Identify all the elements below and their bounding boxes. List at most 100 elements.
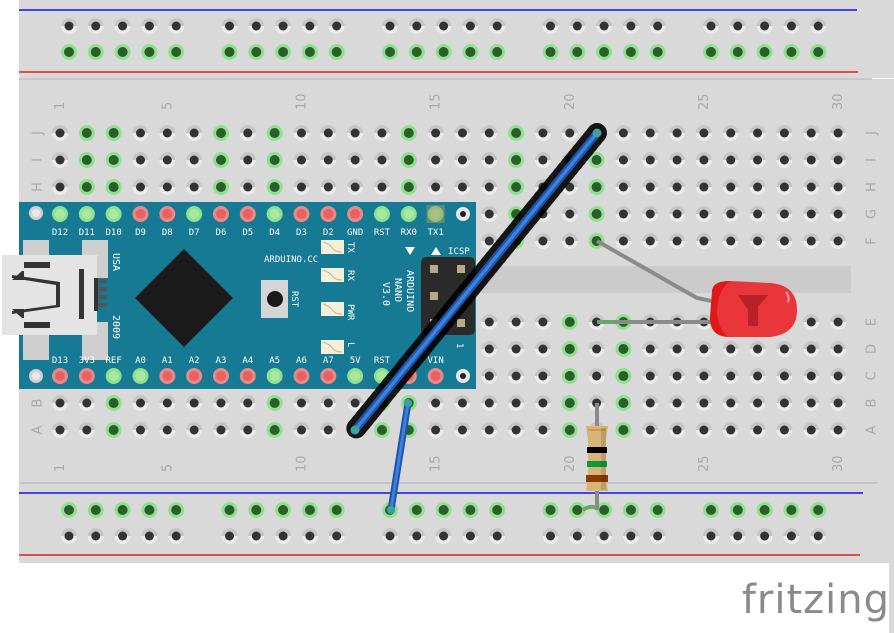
breadboard-hole[interactable] [78, 422, 95, 438]
breadboard-hole[interactable] [722, 179, 739, 195]
rail-hole[interactable] [87, 18, 104, 34]
breadboard-hole[interactable] [561, 341, 578, 357]
arduino-pin-d2[interactable]: D2 [320, 206, 337, 238]
breadboard-hole[interactable] [642, 341, 659, 357]
breadboard-hole[interactable] [776, 341, 793, 357]
breadboard-hole[interactable] [722, 368, 739, 384]
breadboard-hole[interactable] [615, 206, 632, 222]
rail-hole[interactable] [114, 18, 131, 35]
wire-to-rail[interactable] [387, 399, 412, 514]
breadboard-hole[interactable] [373, 125, 390, 141]
breadboard-hole[interactable] [830, 422, 847, 438]
rail-hole[interactable] [301, 44, 318, 60]
breadboard-hole[interactable] [105, 179, 122, 195]
breadboard-hole[interactable] [347, 179, 364, 195]
breadboard-hole[interactable] [508, 368, 525, 384]
breadboard-hole[interactable] [561, 233, 578, 249]
rail-hole[interactable] [114, 528, 131, 544]
breadboard-hole[interactable] [481, 395, 498, 411]
breadboard-hole[interactable] [320, 152, 337, 168]
red-led[interactable] [710, 281, 797, 337]
breadboard-hole[interactable] [159, 179, 176, 195]
rail-hole[interactable] [622, 502, 639, 518]
rail-hole[interactable] [649, 18, 666, 34]
breadboard-hole[interactable] [749, 395, 766, 411]
breadboard-hole[interactable] [293, 179, 310, 195]
rail-hole[interactable] [435, 18, 452, 34]
breadboard-hole[interactable] [239, 152, 256, 168]
breadboard-hole[interactable] [293, 152, 310, 168]
arduino-pin-d13[interactable]: D13 [52, 356, 68, 384]
breadboard-hole[interactable] [803, 233, 820, 249]
arduino-pin-5v[interactable]: 5V [347, 356, 364, 384]
breadboard-hole[interactable] [508, 125, 525, 141]
breadboard-hole[interactable] [534, 422, 551, 438]
breadboard-hole[interactable] [722, 422, 739, 438]
breadboard-hole[interactable] [427, 422, 444, 438]
arduino-pin-d9[interactable]: D9 [132, 206, 149, 238]
rail-hole[interactable] [729, 502, 746, 518]
rail-hole[interactable] [382, 44, 398, 60]
breadboard-hole[interactable] [454, 125, 471, 141]
breadboard-hole[interactable] [669, 233, 686, 249]
breadboard-hole[interactable] [400, 125, 417, 141]
breadboard-hole[interactable] [481, 152, 498, 168]
breadboard-hole[interactable] [427, 152, 444, 168]
breadboard-hole[interactable] [669, 179, 686, 195]
rail-hole[interactable] [810, 502, 827, 518]
breadboard-hole[interactable] [722, 206, 739, 222]
breadboard-hole[interactable] [830, 368, 847, 384]
breadboard-hole[interactable] [722, 233, 739, 249]
breadboard-hole[interactable] [669, 206, 686, 222]
breadboard-hole[interactable] [642, 422, 659, 438]
rail-hole[interactable] [328, 528, 345, 544]
breadboard-hole[interactable] [52, 125, 68, 141]
breadboard-hole[interactable] [669, 422, 686, 438]
rail-hole[interactable] [248, 502, 265, 518]
breadboard-hole[interactable] [830, 341, 847, 357]
rail-hole[interactable] [810, 18, 827, 34]
rail-hole[interactable] [248, 44, 265, 60]
breadboard-hole[interactable] [454, 152, 471, 168]
breadboard-hole[interactable] [132, 422, 149, 438]
breadboard-hole[interactable] [561, 125, 578, 141]
rail-hole[interactable] [596, 528, 613, 544]
rail-hole[interactable] [328, 44, 345, 60]
rail-hole[interactable] [489, 528, 506, 544]
breadboard-hole[interactable] [373, 179, 390, 195]
rail-hole[interactable] [649, 502, 666, 518]
breadboard-hole[interactable] [695, 395, 712, 411]
breadboard-hole[interactable] [508, 152, 525, 168]
arduino-pin-a0[interactable]: A0 [132, 356, 149, 384]
breadboard-hole[interactable] [427, 125, 444, 141]
breadboard-hole[interactable] [481, 341, 498, 357]
rail-hole[interactable] [168, 18, 185, 34]
breadboard-hole[interactable] [776, 152, 793, 168]
breadboard-hole[interactable] [642, 395, 659, 411]
breadboard-hole[interactable] [803, 152, 820, 168]
breadboard-hole[interactable] [105, 152, 122, 168]
breadboard-hole[interactable] [159, 152, 176, 168]
breadboard-hole[interactable] [588, 206, 605, 222]
breadboard-hole[interactable] [830, 179, 847, 195]
breadboard-hole[interactable] [695, 152, 712, 168]
arduino-pin-ref[interactable]: REF [106, 356, 122, 384]
breadboard-hole[interactable] [266, 422, 283, 438]
rail-hole[interactable] [275, 44, 292, 60]
rail-hole[interactable] [328, 18, 345, 34]
rail-hole[interactable] [542, 502, 559, 518]
breadboard-hole[interactable] [695, 125, 712, 141]
breadboard-hole[interactable] [669, 341, 686, 357]
rail-hole[interactable] [408, 502, 425, 518]
rail-hole[interactable] [114, 502, 131, 518]
rail-hole[interactable] [489, 18, 506, 34]
rail-hole[interactable] [810, 44, 827, 60]
rail-hole[interactable] [408, 44, 425, 60]
breadboard-hole[interactable] [132, 152, 149, 168]
breadboard-hole[interactable] [695, 341, 712, 357]
breadboard-hole[interactable] [481, 422, 498, 438]
rail-hole[interactable] [462, 502, 479, 518]
rail-hole[interactable] [221, 502, 238, 518]
breadboard-hole[interactable] [749, 422, 766, 438]
